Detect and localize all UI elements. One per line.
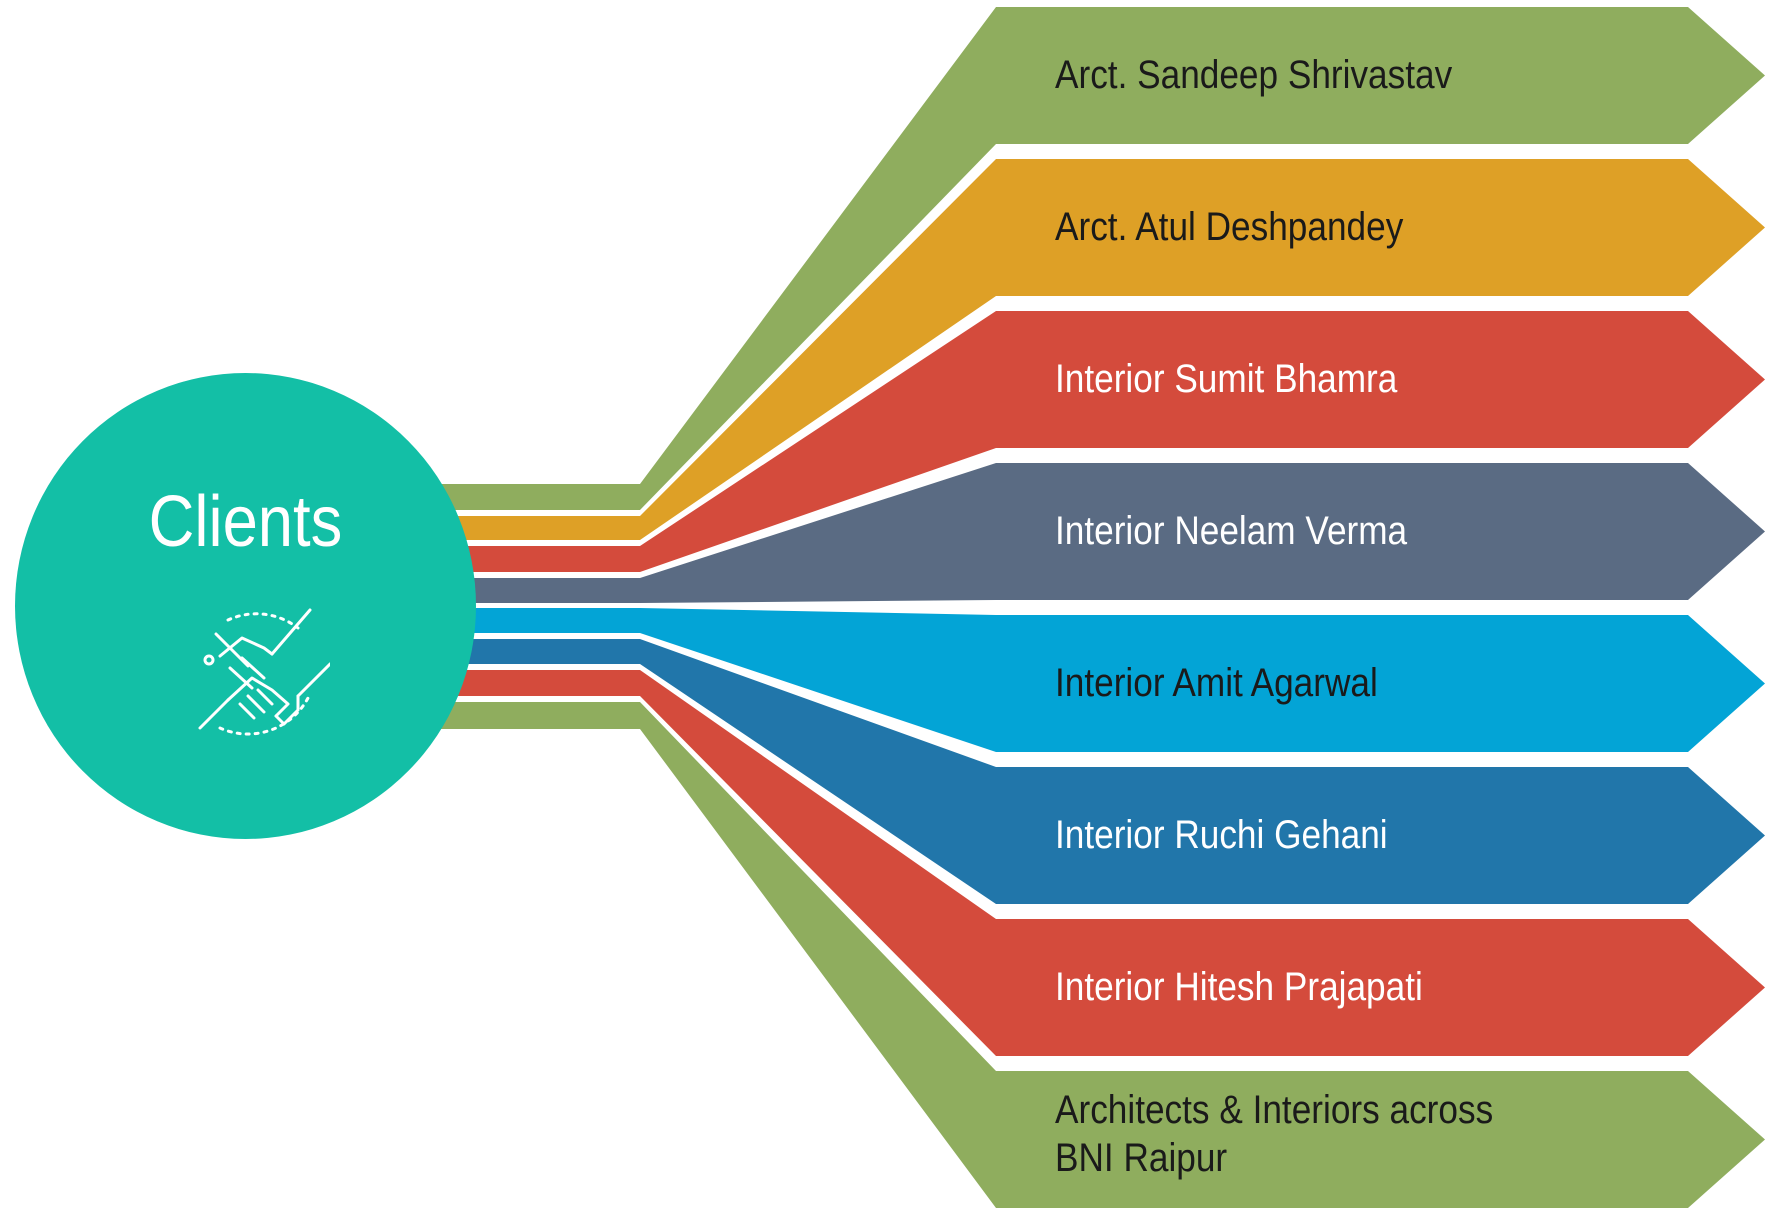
handshake-icon xyxy=(198,608,330,736)
hub-title: Clients xyxy=(148,482,343,562)
item-label-2: Interior Sumit Bhamra xyxy=(1055,357,1398,401)
flow-arrow-4 xyxy=(395,608,1765,752)
flow-arrow-5 xyxy=(395,639,1765,904)
item-label-7-line-2: BNI Raipur xyxy=(1055,1136,1228,1180)
item-label-4: Interior Amit Agarwal xyxy=(1055,661,1378,705)
item-label-5: Interior Ruchi Gehani xyxy=(1055,813,1388,857)
item-label-6: Interior Hitesh Prajapati xyxy=(1055,965,1423,1009)
flow-arrow-3 xyxy=(395,463,1765,603)
clients-hub-circle: Clients xyxy=(15,373,476,839)
flow-arrow-0 xyxy=(395,7,1765,510)
item-label-7-line-1: Architects & Interiors across xyxy=(1055,1088,1494,1132)
item-label-0: Arct. Sandeep Shrivastav xyxy=(1055,53,1453,97)
item-label-1: Arct. Atul Deshpandey xyxy=(1055,205,1404,249)
item-label-3: Interior Neelam Verma xyxy=(1055,509,1408,553)
flow-arrow-2 xyxy=(395,311,1765,572)
flow-arrow-1 xyxy=(395,159,1765,540)
flow-arrow-6 xyxy=(395,670,1765,1056)
flow-arrow-7 xyxy=(395,702,1765,1208)
